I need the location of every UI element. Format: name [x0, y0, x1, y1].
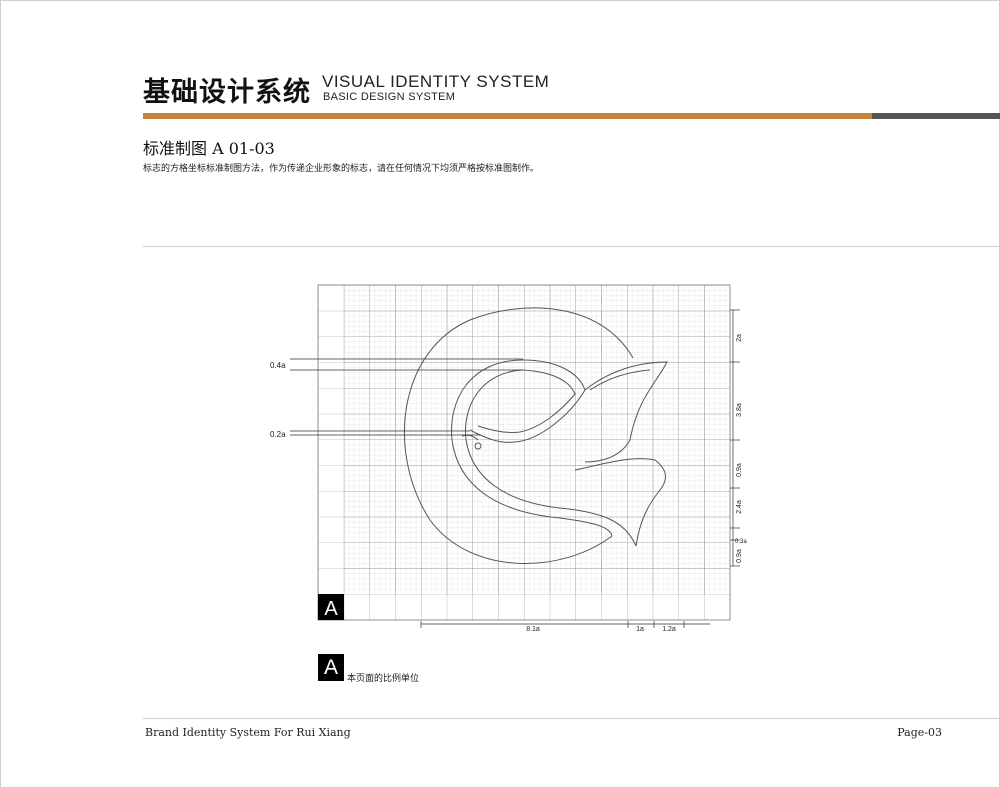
dim-label-left-2: 0.2a [270, 430, 286, 439]
left-dimension-lines [290, 358, 523, 436]
dim-label-right-3: 0.9a [736, 463, 743, 477]
dim-label-right-6: 0.9a [736, 549, 743, 563]
dim-label-bottom-3: 1.2a [662, 626, 676, 633]
dim-label-left-1: 0.4a [270, 361, 286, 370]
dim-label-bottom-1: 8.1a [526, 626, 540, 633]
right-dimension-lines [730, 309, 740, 567]
section-title: 标准制图 A 01-03 [143, 139, 275, 158]
dim-label-right-2: 3.8a [736, 403, 743, 417]
grid-border [317, 284, 731, 621]
bottom-dimension-lines [420, 621, 710, 628]
logo-outline [404, 307, 668, 564]
unit-legend-badge: A [318, 654, 344, 681]
section-description: 标志的方格坐标标准制图方法，作为传递企业形象的标志，请在任何情况下均须严格按标准… [143, 164, 540, 174]
unit-legend-text: 本页面的比例单位 [347, 673, 420, 683]
page-title-en: VISUAL IDENTITY SYSTEM [322, 72, 550, 91]
header-bar-gray [872, 113, 1000, 119]
dim-label-bottom-2: 1a [636, 626, 644, 633]
divider-top [143, 246, 1000, 247]
grid-unit-cell [318, 594, 344, 620]
page-title-cn: 基础设计系统 [143, 77, 311, 108]
footer-page-number: Page-03 [897, 726, 942, 739]
dim-label-right-1: 2a [736, 334, 743, 342]
grid-unit-letter: A [324, 598, 338, 620]
header-bar-orange [143, 113, 872, 119]
divider-bottom [143, 718, 1000, 719]
dim-label-right-5: 0.3a [735, 539, 747, 545]
page-subtitle-en: BASIC DESIGN SYSTEM [323, 91, 456, 103]
dim-label-right-4: 2.4a [736, 500, 743, 514]
footer-brand-text: Brand Identity System For Rui Xiang [145, 726, 351, 739]
logo-grid-drawing: A 0.4a 0.2a 2a 3.8a 0.9a 2.4a 0.3a 0.9a [270, 284, 747, 633]
